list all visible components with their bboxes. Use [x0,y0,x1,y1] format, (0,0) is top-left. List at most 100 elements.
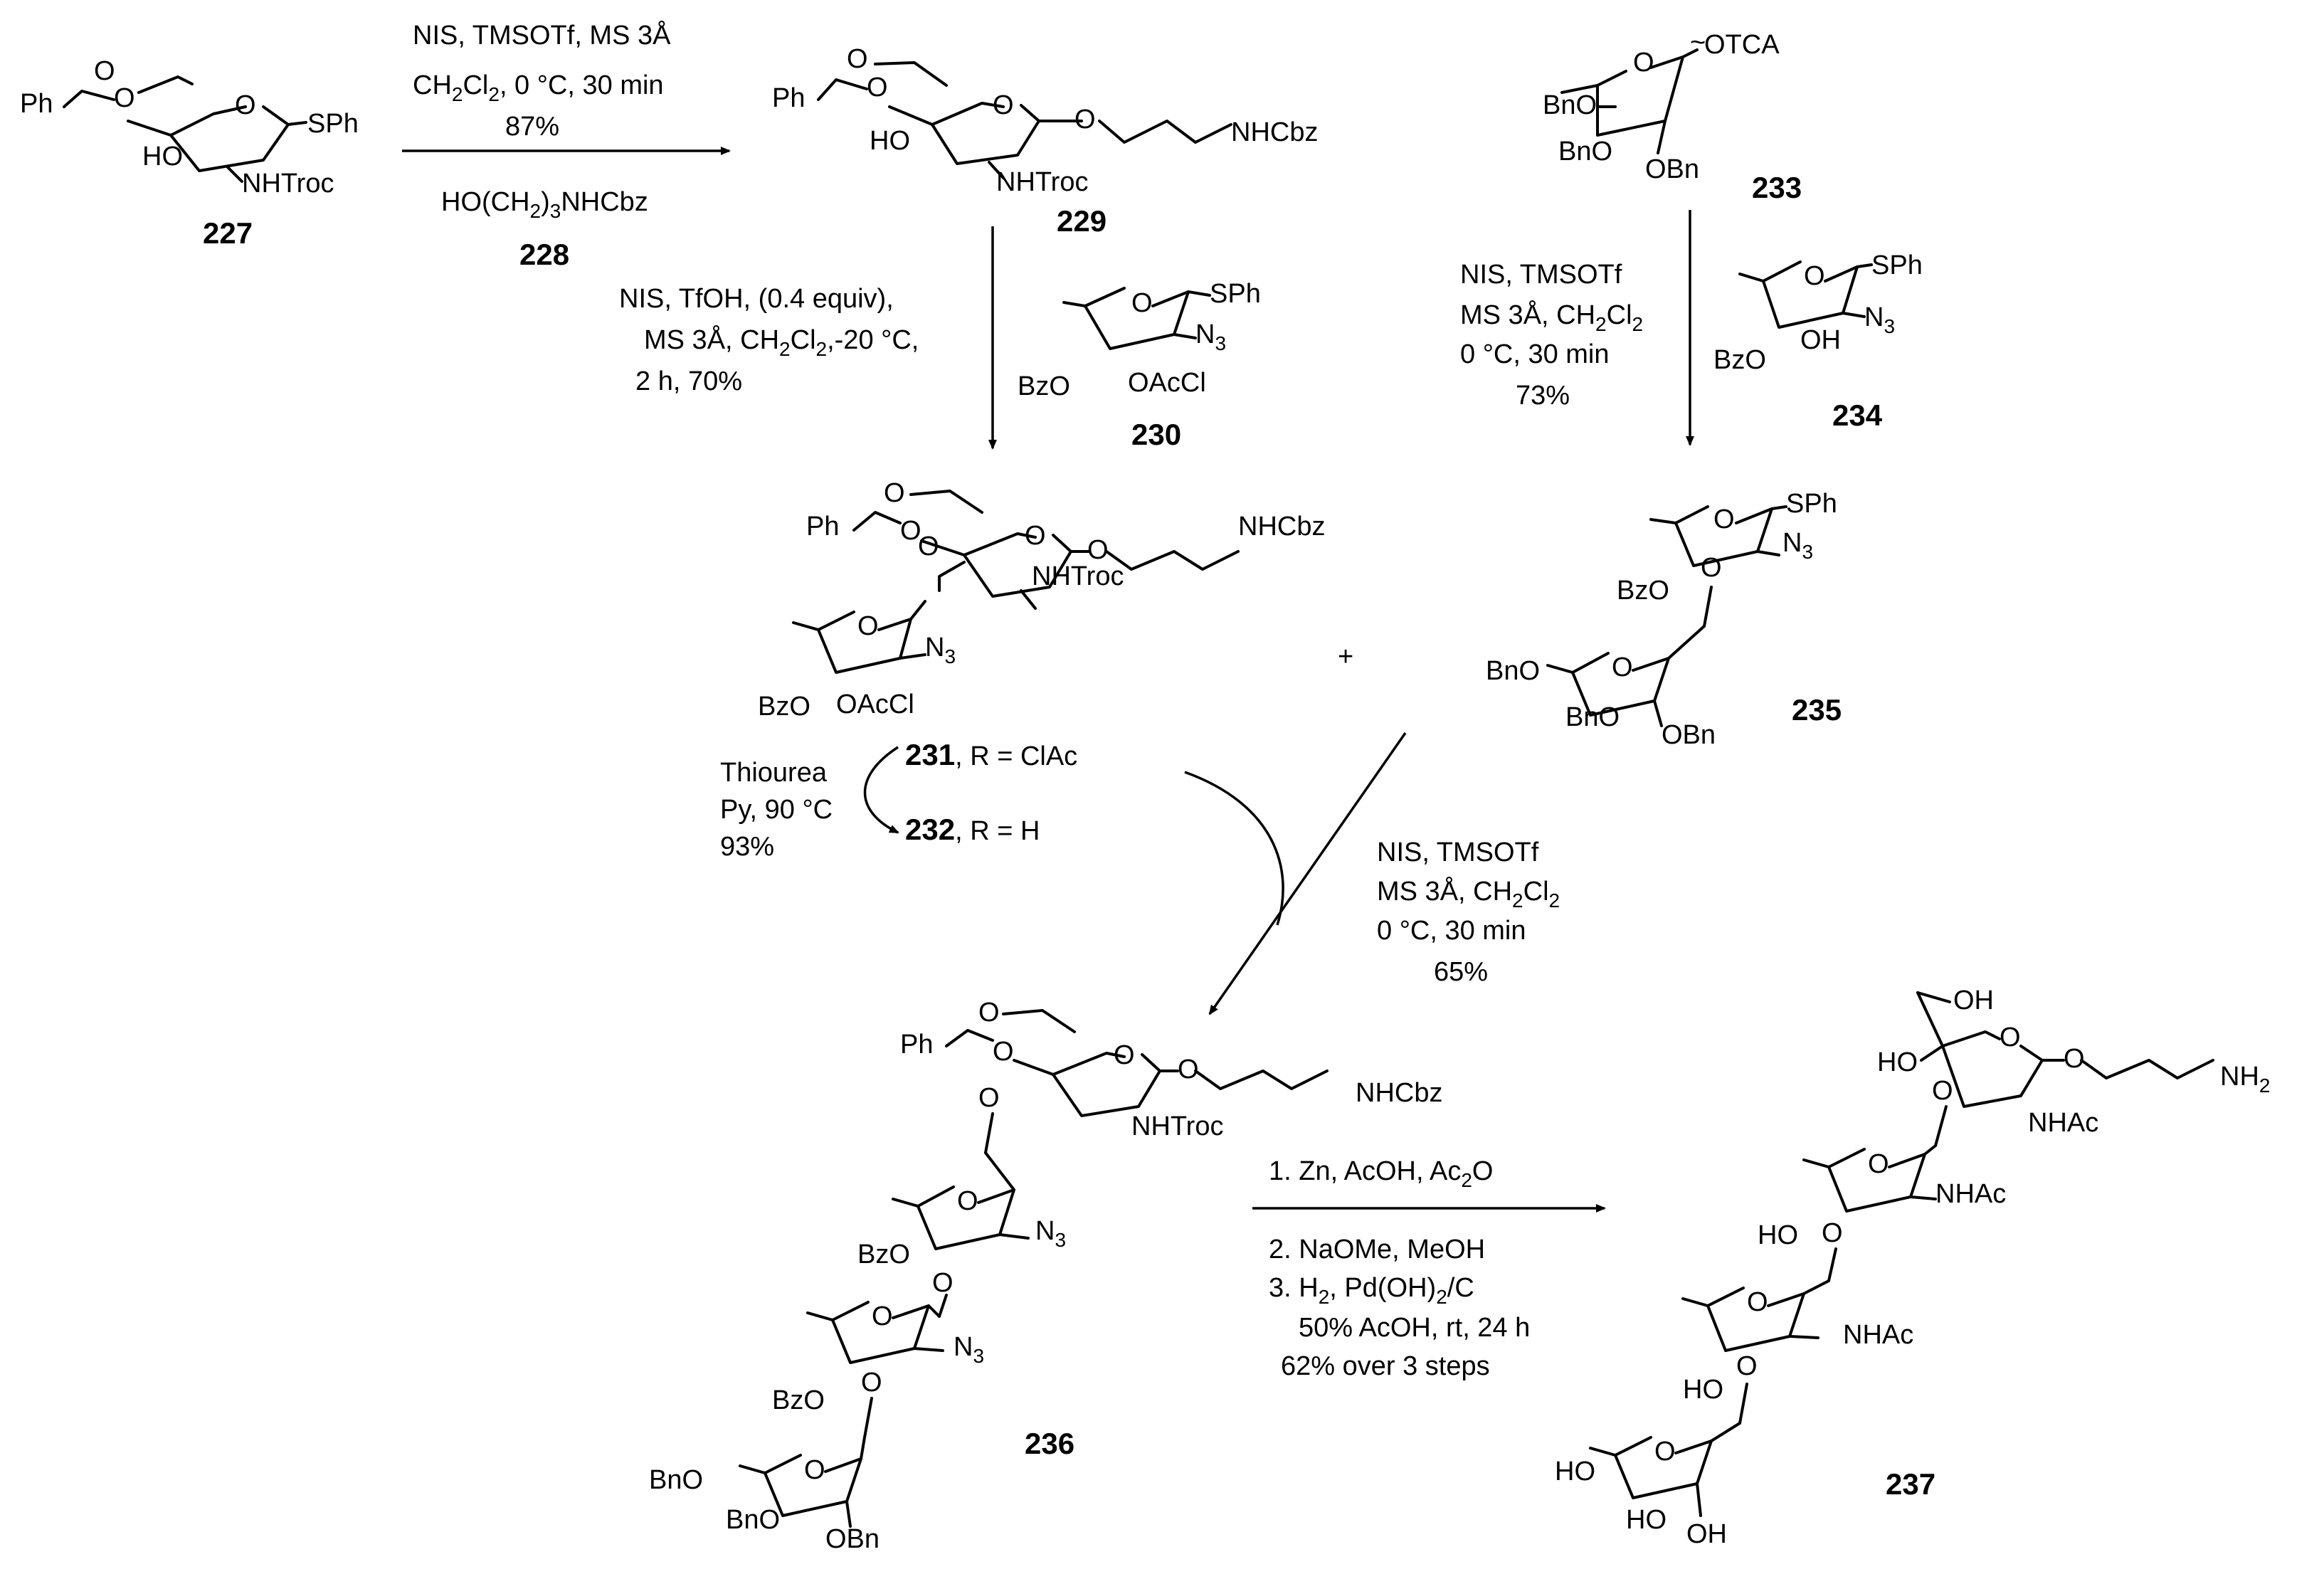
label-o: O [2000,1023,2021,1052]
label-o: O [1087,535,1109,565]
label-nh2: NH2 [2220,1062,2270,1097]
label-nhcbz: NHCbz [1231,117,1318,147]
compound-number: 233 [1752,171,1802,204]
conditions-5: NIS, TMSOTf MS 3Å, CH2Cl2 0 °C, 30 min 6… [1377,838,1560,987]
label-n3: N3 [1195,320,1226,354]
label-ho: HO [142,142,183,171]
label-n3: N3 [1864,302,1895,337]
cond-text: MS 3Å, CH2Cl2 [1377,875,1560,912]
reaction-arrow [1208,732,1407,1015]
cond-yield: 87% [505,112,559,142]
label-o: O [114,83,135,113]
label-n3: N3 [925,633,956,667]
label-o: O [1131,288,1153,318]
cond-text: 1. Zn, AcOH, Ac2O [1269,1156,1493,1191]
label-oh: OH [1686,1519,1727,1549]
compound-number: 227 [203,216,253,250]
label-o: O [1804,261,1825,291]
reagent-228: HO(CH2)3NHCbz [441,187,648,222]
label-sph: SPh [1871,250,1923,280]
label-o: O [1178,1055,1199,1084]
label-o: O [1701,553,1722,583]
label-oaccl: OAcCl [1128,368,1206,398]
cond-text: 2 h, 70% [635,366,742,396]
compound-235: O SPh N3 O BzO O BnO BnO OBn 235 [1486,489,1842,750]
label-obn: OBn [1645,154,1699,184]
label-nhcbz: NHCbz [1356,1078,1442,1108]
label-o: O [2064,1044,2085,1074]
label-nhac: NHAc [1843,1320,1913,1350]
label-oh: OH [1953,986,1994,1015]
label-o: O [847,44,868,74]
label-nhcbz: NHCbz [1238,512,1325,542]
compound-number: 237 [1886,1467,1935,1501]
label-bzo: BzO [857,1240,910,1269]
label-o: O [867,73,888,102]
label-o: O [1654,1437,1676,1467]
label-bno: BnO [1565,702,1620,732]
label-bno: BnO [1543,90,1597,120]
label-o: O [993,1037,1014,1067]
label-nhtroc: NHTroc [1131,1111,1223,1141]
compound-237: OH HO O O NH2 NHAc O O NHAc HO O O NHAc … [1555,986,2270,1549]
cond-text: 2. NaOMe, MeOH [1269,1235,1485,1264]
label-o: O [861,1368,882,1398]
cond-yield: 93% [720,832,774,862]
cond-yield: 65% [1434,957,1488,987]
label-sph: SPh [307,109,359,139]
label-bzo: BzO [1617,576,1669,606]
conditions-3: NIS, TMSOTf MS 3Å, CH2Cl2 0 °C, 30 min 7… [1460,260,1643,411]
cond-text: 0 °C, 30 min [1460,339,1610,369]
label-o: O [957,1186,978,1216]
converging-arrow [1184,771,1284,926]
cond-text: NIS, TMSOTf [1377,838,1539,867]
label-o: O [884,478,905,508]
label-bzo: BzO [772,1385,825,1415]
label-wavy: ~ [1690,28,1706,58]
plus-sign: + [1338,642,1353,672]
label-nhtroc: NHTroc [242,169,334,199]
label-o: O [857,611,879,641]
conditions-4: Thiourea Py, 90 °C 93% 231, R = ClAc 232… [720,738,1077,862]
compound-number: 236 [1025,1427,1074,1460]
label-ph: Ph [20,89,53,119]
label-ho: HO [1555,1457,1595,1486]
cond-text: 0 °C, 30 min [1377,916,1526,946]
label-o: O [978,998,1000,1028]
label-sph: SPh [1210,279,1261,309]
label-n3: N3 [1782,528,1813,563]
cond-text: Thiourea [720,758,828,788]
label-o: O [235,90,256,120]
compound-229: Ph O O O O NHCbz HO NHTroc 229 [772,44,1318,238]
cond-text: 3. H2, Pd(OH)2/C [1269,1273,1474,1308]
label-bno: BnO [726,1505,780,1535]
cond-text: NIS, TfOH, (0.4 equiv), [619,284,894,314]
compound-233: O ~ OTCA BnO BnO OBn 233 [1543,28,1802,204]
label-o: O [918,532,939,561]
label-ho: HO [870,126,910,156]
cond-text: MS 3Å, CH2Cl2,-20 °C, [644,324,919,360]
label-o: O [94,56,115,86]
label-nhac: NHAc [2028,1108,2098,1138]
compound-number: 229 [1057,204,1106,238]
label-otca: OTCA [1704,30,1780,60]
conditions-2: NIS, TfOH, (0.4 equiv), MS 3Å, CH2Cl2,-2… [619,284,919,396]
label-ho: HO [1758,1220,1798,1250]
cond-text: 50% AcOH, rt, 24 h [1299,1313,1530,1343]
label-o: O [993,90,1014,120]
label-bno: BnO [1558,137,1612,167]
label-bno: BnO [649,1465,703,1495]
label-bzo: BzO [1018,371,1070,401]
compound-236: Ph O O O O NHCbz NHTroc O O N3 BzO O O N… [649,998,1442,1554]
label-oaccl: OAcCl [836,690,914,719]
label-o: O [1868,1149,1889,1179]
compound-230: O SPh N3 OAcCl BzO 230 [1018,279,1261,451]
label-bzo: BzO [758,692,810,722]
label-obn: OBn [1662,720,1716,750]
cond-text: NIS, TMSOTf [1460,260,1622,290]
r-label-231: 231, R = ClAc [905,738,1077,771]
compound-number: 228 [519,238,569,271]
label-o: O [1114,1040,1135,1070]
label-o: O [1747,1287,1768,1317]
